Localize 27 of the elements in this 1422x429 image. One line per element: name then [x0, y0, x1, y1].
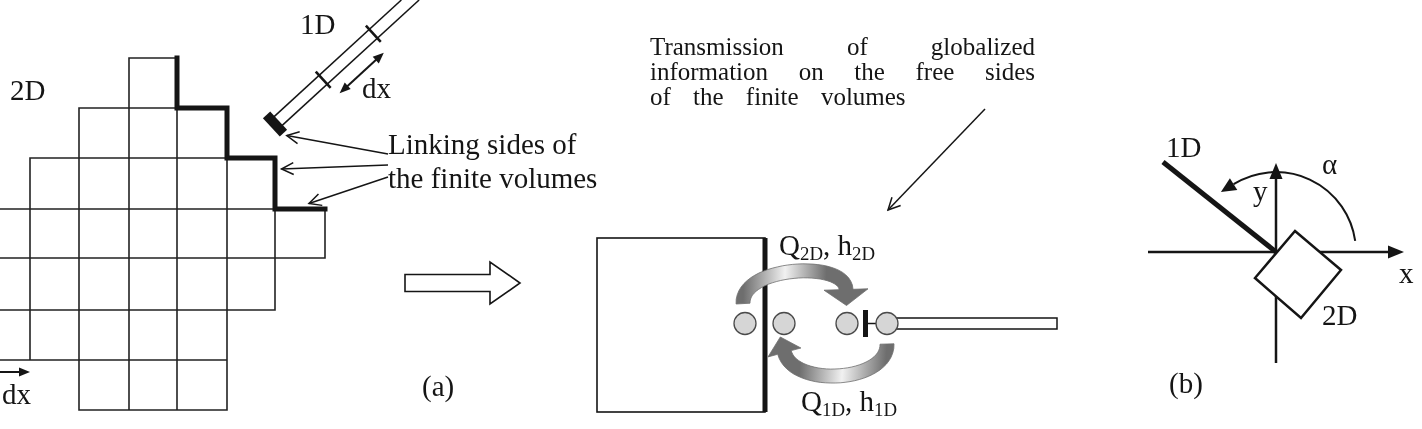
domain-label: 2D [1322, 301, 1358, 330]
axis-label: y [1253, 177, 1268, 206]
node-circle [875, 311, 899, 336]
leader-arrow [308, 176, 389, 207]
leader-arrow [887, 108, 986, 211]
domain-label: 2D [10, 76, 46, 105]
exchange-arrow [735, 263, 869, 306]
panel-label: (a) [422, 372, 455, 401]
node-circle [835, 311, 859, 336]
annotation-text: Transmission of globalized information on the free sides of the finite volumes [650, 34, 1035, 109]
linking-boundary-line [174, 55, 328, 212]
exchange-arrow [767, 336, 895, 384]
angle-label: α [1322, 150, 1338, 179]
leader-arrow [286, 131, 389, 155]
dimension-label: dx [362, 74, 391, 103]
node-circle [733, 311, 757, 336]
channel-label: 1D [1166, 133, 1202, 162]
axis-label: x [1399, 259, 1414, 288]
node-circle [772, 311, 796, 336]
channel-label: 1D [300, 10, 336, 39]
dimension-label: dx [2, 380, 31, 409]
mesh-grid [0, 55, 328, 411]
block-arrow [404, 260, 522, 306]
cell-box [596, 237, 768, 413]
leader-arrow [280, 161, 389, 176]
panel-label: (b) [1169, 369, 1203, 398]
callout-text: Linking sides of the finite volumes [388, 127, 610, 195]
